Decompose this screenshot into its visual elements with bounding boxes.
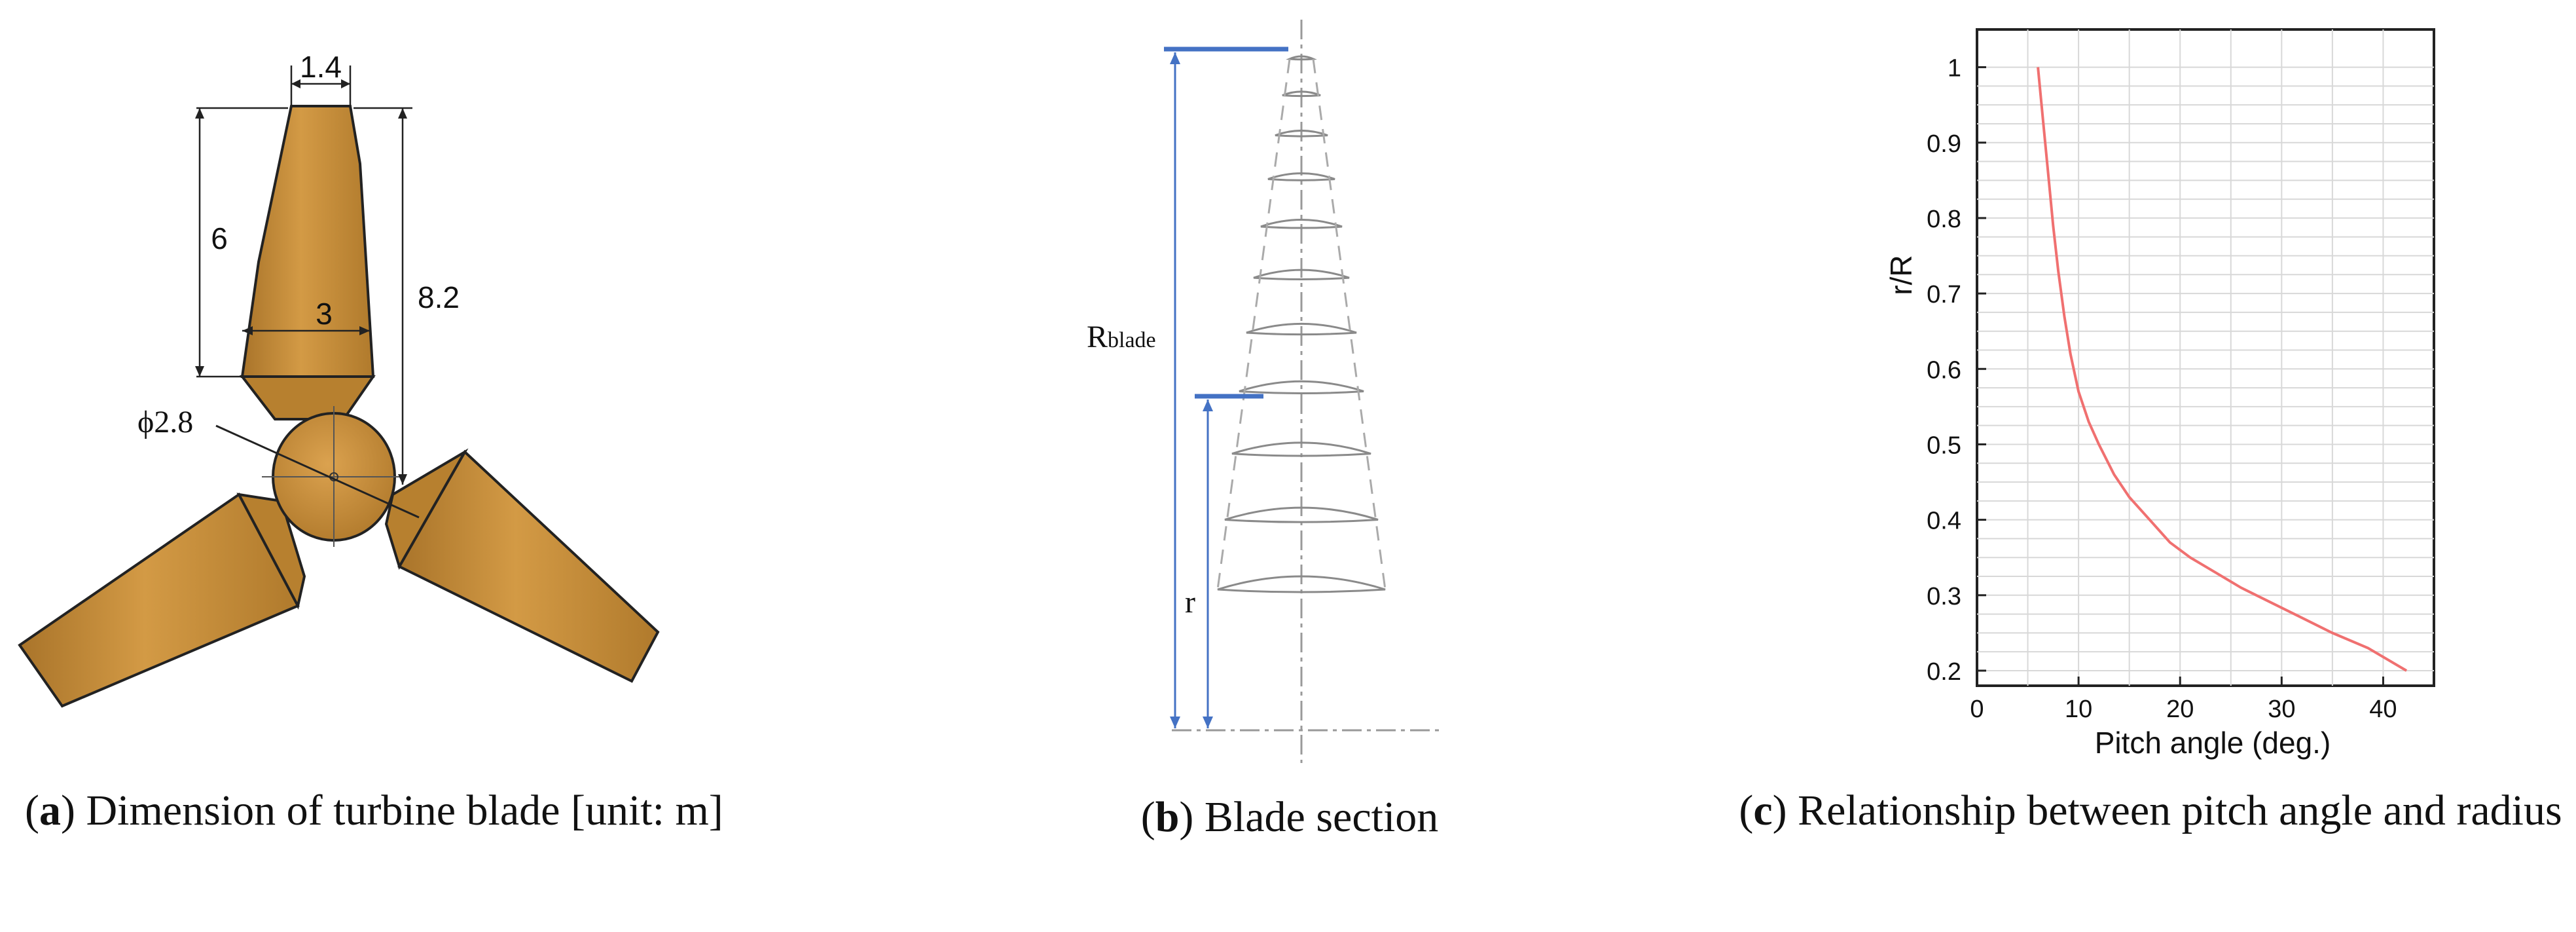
airfoil-section: [1253, 269, 1350, 281]
chart-grid: [1977, 29, 2434, 686]
x-tick-label: 30: [2268, 696, 2295, 723]
blade-right-root: [384, 448, 469, 570]
y-tick-label: 0.3: [1927, 583, 1961, 610]
dim-tip-width: 1.4: [300, 50, 342, 84]
airfoil-section: [1282, 90, 1321, 98]
chart-plot-area: [1976, 28, 2435, 687]
airfoil-section: [1217, 575, 1386, 593]
dim-length-left: 6: [211, 221, 228, 255]
x-tick-label: 20: [2166, 696, 2194, 723]
y-tick-label: 0.9: [1927, 130, 1961, 158]
airfoil-section: [1231, 441, 1371, 457]
caption-a: (a) Dimension of turbine blade [unit: m]: [25, 787, 723, 834]
y-tick-label: 0.6: [1927, 356, 1961, 384]
y-tick-label: 0.5: [1927, 432, 1961, 459]
y-tick-label: 0.4: [1927, 508, 1961, 535]
airfoil-section: [1267, 172, 1335, 181]
chart-ylabel: r/R: [1884, 255, 1918, 295]
y-tick-label: 0.2: [1927, 658, 1961, 686]
chart-xlabel: Pitch angle (deg.): [2095, 726, 2331, 760]
airfoil-section: [1275, 129, 1328, 138]
airfoil-section: [1239, 380, 1364, 395]
turbine-drawing: 1.4 6 3 8.2 ϕ2.8: [18, 50, 660, 708]
dim-length-right: 8.2: [418, 280, 460, 314]
x-tick-label: 0: [1970, 696, 1984, 723]
airfoil-section: [1260, 219, 1343, 229]
airfoil-section: [1224, 506, 1379, 523]
x-tick-label: 40: [2369, 696, 2397, 723]
taper-outline: [1312, 58, 1387, 590]
y-tick-label: 0.8: [1927, 206, 1961, 233]
taper-outline: [1216, 58, 1291, 590]
dim-root-width: 3: [316, 297, 333, 331]
airfoil-stack: [1216, 55, 1387, 593]
blade-top: [240, 105, 375, 378]
caption-c: (c) Relationship between pitch angle and…: [1739, 787, 2562, 834]
blade-left-root: [236, 493, 306, 610]
airfoil-section: [1246, 322, 1357, 336]
dim-hub-diameter: ϕ2.8: [137, 405, 193, 439]
y-tick-label: 1: [1948, 55, 1961, 83]
caption-b: (b) Blade section: [1140, 793, 1439, 841]
y-tick-label: 0.7: [1927, 281, 1961, 308]
pitch-curve: [2037, 67, 2408, 672]
label-R-blade: Rblade: [1087, 320, 1156, 354]
blade-section-drawing: Rblade r: [1083, 20, 1440, 763]
blade-top-root: [239, 375, 376, 420]
x-tick-label: 10: [2065, 696, 2092, 723]
label-r: r: [1185, 585, 1195, 620]
